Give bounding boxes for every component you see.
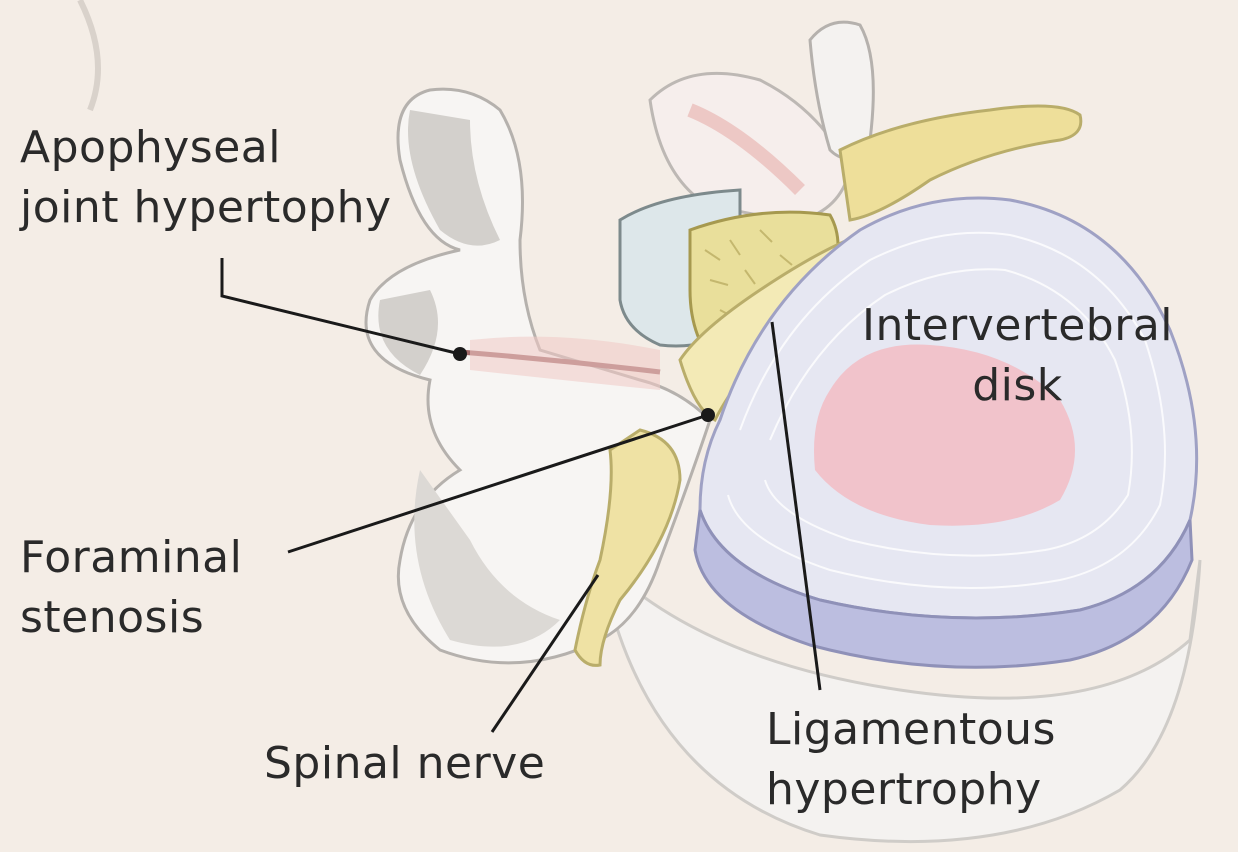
label-disk-line1: Intervertebral <box>862 296 1173 356</box>
label-ligament-line2: hypertrophy <box>766 760 1056 820</box>
label-apophyseal-line1: Apophyseal <box>20 118 392 178</box>
label-ligamentous-hypertrophy: Ligamentous hypertrophy <box>766 700 1056 820</box>
label-intervertebral-disk: Intervertebral disk <box>862 296 1173 416</box>
label-foraminal-line2: stenosis <box>20 588 242 648</box>
label-spinal-line1: Spinal nerve <box>264 734 545 794</box>
label-spinal-nerve: Spinal nerve <box>264 734 545 794</box>
label-ligament-line1: Ligamentous <box>766 700 1056 760</box>
marker-foraminal <box>701 408 715 422</box>
label-foraminal-stenosis: Foraminal stenosis <box>20 528 242 648</box>
label-apophyseal-joint-hypertrophy: Apophyseal joint hypertophy <box>20 118 392 238</box>
label-foraminal-line1: Foraminal <box>20 528 242 588</box>
label-disk-line2: disk <box>862 356 1173 416</box>
marker-apophyseal <box>453 347 467 361</box>
background-curve <box>80 0 98 110</box>
label-apophyseal-line2: joint hypertophy <box>20 178 392 238</box>
